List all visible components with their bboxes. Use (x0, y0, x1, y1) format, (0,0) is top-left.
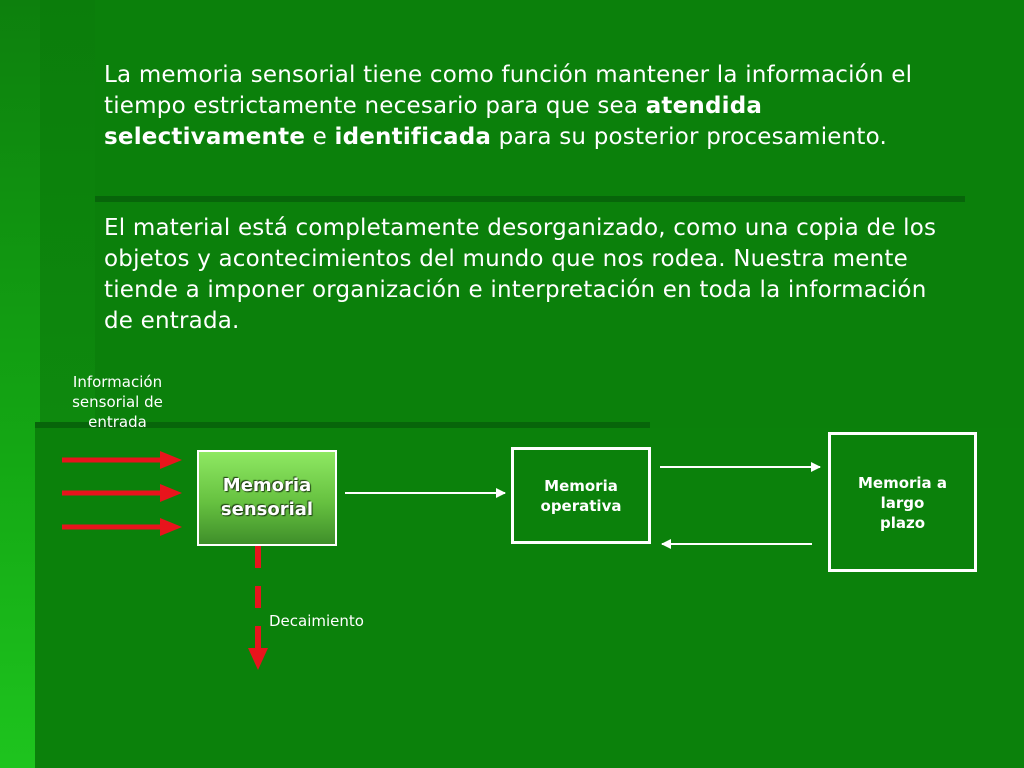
paragraph-material: El material está completamente desorgani… (104, 215, 937, 334)
paragraph-function-bold-2: identificada (334, 124, 492, 150)
divider-line (95, 196, 965, 202)
sensory-memory-label: Memoria sensorial (220, 475, 314, 520)
input-arrow (62, 518, 182, 536)
long-term-memory-label: Memoria a largo plazo (857, 474, 948, 532)
paragraph-function-bold-1: atendida selectivamente (104, 93, 763, 150)
sensory-memory-box: Memoria sensorial (197, 450, 337, 546)
diagram-divider-line (35, 422, 650, 428)
decay-arrow (248, 546, 268, 670)
paragraph-function-text-1: La memoria sensorial tiene como función … (104, 62, 913, 119)
input-arrow (62, 484, 182, 502)
input-arrow (62, 451, 182, 469)
decay-label: Decaimiento (269, 612, 364, 630)
paragraph-function: La memoria sensorial tiene como función … (104, 60, 954, 153)
input-label: Información sensorial de entrada (72, 373, 163, 431)
background-left-strip (0, 0, 40, 768)
paragraph-function-text-3: para su posterior procesamiento. (491, 124, 888, 150)
long-term-memory-box: Memoria a largo plazo (828, 432, 977, 572)
input-arrows (62, 451, 182, 536)
working-memory-label: Memoria operativa (540, 476, 622, 515)
paragraph-function-text-2: e (305, 124, 335, 150)
working-memory-box: Memoria operativa (511, 447, 651, 544)
